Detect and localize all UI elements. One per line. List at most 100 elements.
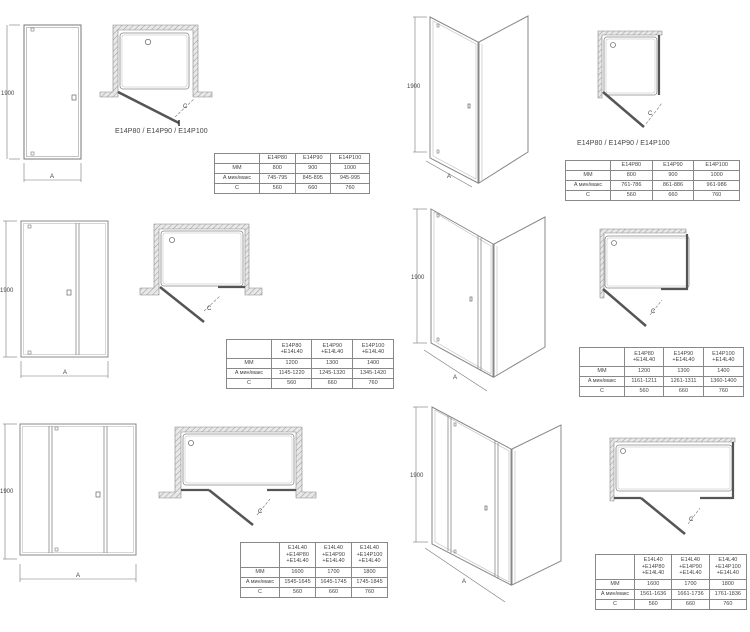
row-label: C	[226, 378, 272, 389]
table-cell: 1645-1745	[315, 577, 352, 588]
width-dim-label: A	[63, 370, 67, 376]
hinge-icon	[436, 23, 440, 28]
table-cell: 1400	[352, 358, 394, 369]
table-cell: 760	[708, 599, 748, 610]
hinge-icon	[27, 350, 32, 355]
door-swing	[602, 91, 645, 128]
row-label: C	[595, 599, 635, 610]
col-header: E14P80 +E14L40	[270, 339, 313, 359]
opening-dim-label: C	[183, 104, 188, 110]
hinge-icon	[27, 224, 32, 229]
col-header: E14P90	[651, 160, 695, 171]
table-cell: 560	[279, 587, 316, 598]
col-header: E14L40 +E14P90 +E14L40	[315, 542, 352, 568]
table-cell: 800	[259, 163, 296, 174]
width-dim-label: A	[447, 174, 451, 180]
plan-view-corner-rect: C	[599, 228, 690, 327]
row-label: MM	[595, 579, 635, 590]
col-header: E14P80	[610, 160, 653, 171]
hinge-icon	[54, 426, 59, 431]
row-label: C	[214, 183, 260, 194]
col-header: E14P80 +E14L40	[623, 347, 665, 367]
table-cell: 1145-1220	[270, 368, 313, 379]
door-swing	[117, 90, 180, 125]
table-cell: 1761-1836	[708, 589, 748, 600]
opening-dim-label: C	[207, 306, 212, 312]
handle-icon	[95, 491, 101, 498]
row-label: MM	[214, 163, 260, 174]
table-cell: 660	[315, 587, 352, 598]
table-cell: 1661-1736	[671, 589, 710, 600]
width-dim-label: A	[453, 375, 457, 381]
height-dim-label: 1900	[410, 473, 424, 479]
table-cell: 1400	[702, 366, 745, 377]
row-label: MM	[579, 366, 625, 377]
handle-icon	[484, 505, 488, 511]
col-header: E14L40 +E14P80 +E14L40	[279, 542, 316, 568]
table-cell: 1000	[330, 163, 370, 174]
table-cell: 1600	[279, 567, 316, 578]
row-label: C	[579, 386, 625, 397]
col-header: E14L40 +E14P80 +E14L40	[633, 554, 673, 580]
table-cell: 1800	[708, 579, 748, 590]
row-label: A мин/макс	[214, 173, 260, 184]
model-caption-p1: E14P80 / E14P90 / E14P100	[115, 128, 208, 135]
table-cell: 1200	[623, 366, 665, 377]
table-cell: 1360-1400	[702, 376, 745, 387]
col-header: E14P100	[693, 160, 740, 171]
table-cell: 560	[623, 386, 665, 397]
table-cell: 760	[702, 386, 745, 397]
plan-view-niche-rect: C	[139, 223, 263, 323]
table-cell: 1700	[671, 579, 710, 590]
col-header: E14P100	[330, 153, 370, 164]
drain-icon	[611, 240, 617, 246]
handle-icon	[469, 296, 473, 302]
table-cell: 1745-1845	[351, 577, 388, 588]
table-cell: 945-995	[330, 173, 370, 184]
table-cell: 845-895	[294, 173, 331, 184]
table-cell: 1300	[311, 358, 354, 369]
col-header: E14L40 +E14P90 +E14L40	[671, 554, 710, 580]
hinge-icon	[436, 149, 440, 154]
width-dim-label: A	[462, 579, 466, 585]
table-cell: 560	[259, 183, 296, 194]
table-cell: 900	[294, 163, 331, 174]
row-label: MM	[226, 358, 272, 369]
table-cell: 1545-1645	[279, 577, 316, 588]
height-dim-label: 1900	[407, 84, 421, 90]
row-label: A мин/макс	[565, 180, 611, 191]
opening-dim-label: C	[651, 309, 656, 315]
table-cell	[595, 554, 635, 580]
height-dim-label: 1900	[1, 91, 15, 97]
height-dim-label: 1900	[0, 489, 14, 495]
plan-view-niche-long: C	[158, 426, 317, 526]
table-cell: 861-886	[651, 180, 695, 191]
door-swing	[208, 489, 254, 526]
hinge-icon	[30, 151, 35, 156]
door-swing	[159, 286, 205, 323]
col-header: E14P80	[259, 153, 296, 164]
table-cell: 961-986	[693, 180, 740, 191]
table-cell: 660	[651, 190, 695, 201]
col-header: E14P90 +E14L40	[311, 339, 354, 359]
col-header: E14P100 +E14L40	[702, 347, 745, 367]
